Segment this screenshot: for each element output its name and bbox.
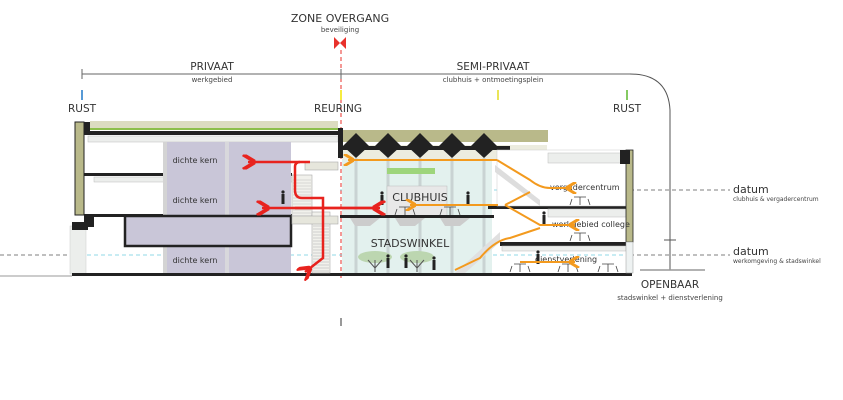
zone-openbaar-description: stadswinkel + dienstverlening: [617, 294, 723, 302]
roof-truss: [471, 133, 497, 158]
zone-privaat-label: PRIVAAT: [190, 61, 234, 73]
person-icon: [542, 211, 546, 215]
roof-truss: [439, 133, 465, 158]
zone-transition: ZONE OVERGANG beveiliging: [291, 12, 389, 326]
zone-semiprivaat-label: SEMI-PRIVAAT: [457, 61, 530, 73]
tree-icon: [358, 251, 434, 272]
planter-greenery: [387, 168, 435, 174]
zone-privaat-description: werkgebied: [192, 76, 233, 84]
roof-truss: [375, 133, 401, 158]
dense-core: [163, 142, 228, 273]
person-icon: [536, 250, 540, 254]
person-icon: [466, 195, 470, 205]
roof-truss: [407, 133, 433, 158]
roof-trusses: [343, 133, 497, 158]
person-icon: [386, 258, 390, 268]
person-icon: [281, 194, 285, 204]
person-icon: [536, 254, 540, 264]
zone-transition-subtitle: beveiliging: [321, 26, 359, 34]
person-icon: [466, 191, 470, 195]
core-label-middle: dichte kern: [173, 196, 218, 205]
core-label-top: dichte kern: [173, 156, 218, 165]
zone-semiprivaat-description: clubhuis + ontmoetingsplein: [443, 76, 544, 84]
person-icon: [432, 260, 436, 270]
room-label-werkgebied-college: werkgebied college: [552, 220, 630, 229]
staircase: [291, 161, 339, 274]
person-icon: [380, 191, 384, 195]
public-routes: [348, 160, 575, 271]
zone-transition-title: ZONE OVERGANG: [291, 12, 389, 25]
security-gate-icon: [334, 37, 346, 49]
table-chairs-icon: [394, 206, 416, 216]
room-label-dienstverlening: dienstverlening: [535, 255, 597, 264]
table-chairs-icon: [569, 232, 591, 242]
intensity-scale: RUST REURING RUST: [68, 90, 642, 115]
person-icon: [432, 256, 436, 260]
datum-upper-label: datum: [733, 183, 769, 196]
table-chairs-icon: [509, 263, 531, 273]
room-label-vergadercentrum: vergadercentrum: [550, 183, 620, 192]
scale-label-rust-left: RUST: [68, 103, 97, 115]
core-label-bottom: dichte kern: [173, 256, 218, 265]
scale-label-rust-right: RUST: [613, 103, 642, 115]
table-chairs-icon: [439, 206, 461, 216]
person-icon: [404, 254, 408, 258]
room-label-stadswinkel: STADSWINKEL: [371, 237, 450, 250]
zone-brackets: PRIVAAT werkgebied SEMI-PRIVAAT clubhuis…: [81, 61, 723, 302]
roof-truss: [343, 133, 369, 158]
person-icon: [542, 215, 546, 225]
person-icon: [380, 195, 384, 205]
datum-upper-description: clubhuis & vergadercentrum: [733, 196, 819, 203]
person-icon: [281, 190, 285, 194]
table-chairs-icon: [569, 196, 591, 206]
furniture-icons: [394, 196, 619, 273]
table-chairs-icon: [597, 263, 619, 273]
person-icon: [386, 254, 390, 258]
datum-lower-label: datum: [733, 245, 769, 258]
room-label-clubhuis: CLUBHUIS: [392, 191, 447, 204]
scale-label-reuring: REURING: [314, 103, 362, 115]
table-chairs-icon: [557, 263, 579, 273]
people-silhouettes: [281, 190, 546, 270]
person-icon: [404, 258, 408, 268]
zone-openbaar-label: OPENBAAR: [641, 279, 699, 291]
datum-lower-description: werkomgeving & stadswinkel: [733, 258, 821, 265]
building-public-block: CLUBHUIS STADSWINKEL vergadercentrum wer…: [338, 128, 634, 274]
private-routes: [248, 162, 380, 272]
